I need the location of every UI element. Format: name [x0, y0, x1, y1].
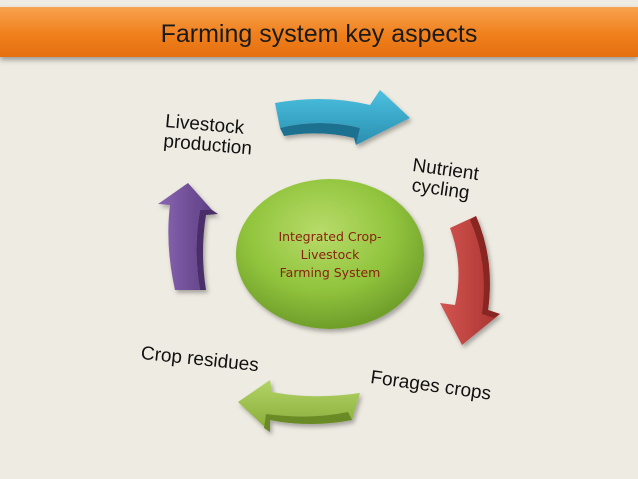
center-label: Integrated Crop- Livestock Farming Syste…	[250, 228, 410, 282]
center-label-line: Livestock	[300, 247, 360, 262]
label-livestock-production: Livestock production	[163, 111, 255, 160]
center-label-line: Farming System	[279, 265, 381, 280]
arrow-green-icon	[238, 380, 360, 432]
center-circle	[236, 179, 424, 329]
arrow-red-icon	[440, 216, 500, 345]
arrow-purple-icon	[158, 183, 218, 290]
title-bar: Farming system key aspects	[0, 7, 638, 57]
slide-title: Farming system key aspects	[160, 20, 478, 48]
arrow-blue-icon	[275, 90, 410, 145]
center-label-line: Integrated Crop-	[278, 229, 382, 244]
